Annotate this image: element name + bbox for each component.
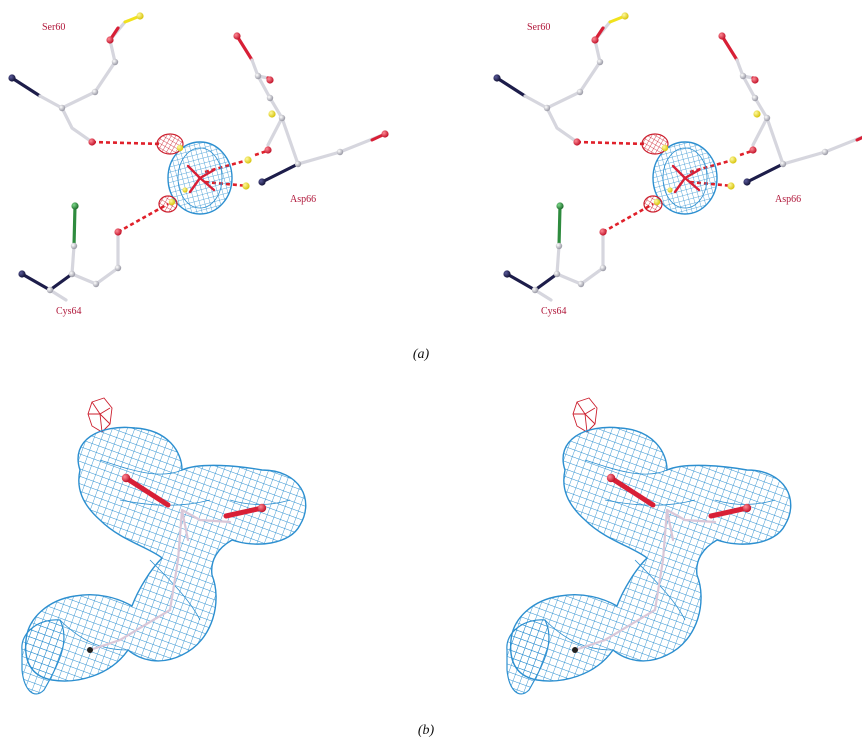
residue-label-asp66-left: Asp66: [290, 194, 316, 205]
residue-label-ser60-left: Ser60: [42, 22, 65, 33]
panel-b-right-view: [507, 398, 791, 694]
panel-a-left-view: [6, 10, 391, 302]
panel-label-a: (a): [413, 347, 430, 362]
panel-b-left-view: [22, 398, 306, 694]
panel-a-right-view: [491, 10, 862, 302]
panel-b: (b): [22, 398, 791, 738]
residue-label-ser60-right: Ser60: [527, 22, 550, 33]
residue-label-cys64-right: Cys64: [541, 306, 567, 317]
residue-label-cys64-left: Cys64: [56, 306, 82, 317]
panel-a: Ser60 Asp66 Cys64 Ser60 Asp66 Cys64 (a): [6, 10, 862, 362]
residue-label-asp66-right: Asp66: [775, 194, 801, 205]
panel-label-b: (b): [418, 723, 435, 738]
